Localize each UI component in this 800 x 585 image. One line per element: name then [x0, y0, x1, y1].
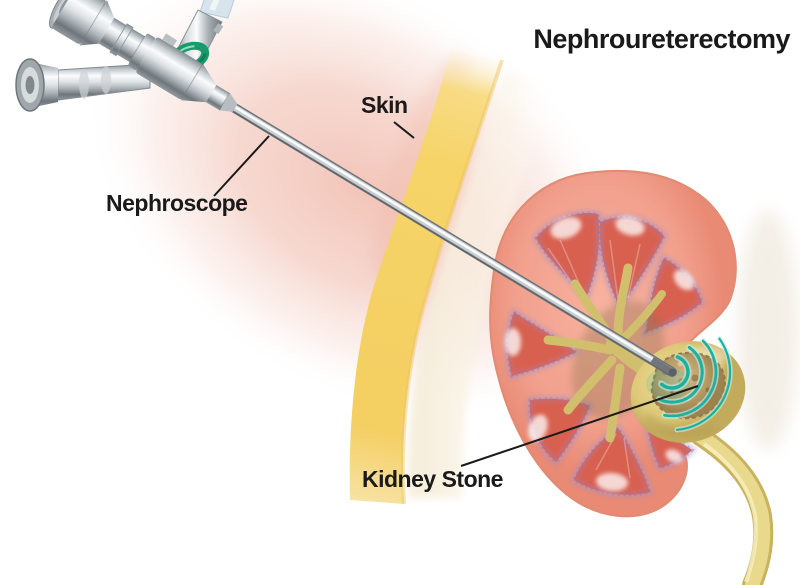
skin-layer	[349, 50, 554, 505]
kidney-stone-label: Kidney Stone	[362, 466, 503, 492]
leader-line-kidney-stone	[460, 385, 699, 467]
kidney	[489, 169, 774, 585]
lithotripsy-shockwaves	[656, 335, 733, 433]
nephroscope-body	[49, 0, 238, 112]
nephroscope-illustration	[15, 0, 677, 377]
page-title: Nephroureterectomy	[533, 24, 790, 54]
leader-line-nephroscope	[213, 135, 270, 197]
skin-cut-highlight	[407, 70, 554, 498]
nephroscope-label: Nephroscope	[106, 190, 248, 216]
fiber-optic-cable	[199, 0, 235, 19]
leader-line-skin	[393, 121, 415, 139]
skin-label: Skin	[361, 92, 408, 118]
renal-calyces	[543, 263, 688, 443]
kidney-shadow	[738, 210, 798, 450]
nephroscope-shaft	[228, 102, 677, 377]
renal-pyramids	[505, 213, 702, 495]
irrigation-port	[15, 58, 151, 112]
skin-fat-band	[349, 50, 502, 504]
ureter	[690, 426, 774, 585]
